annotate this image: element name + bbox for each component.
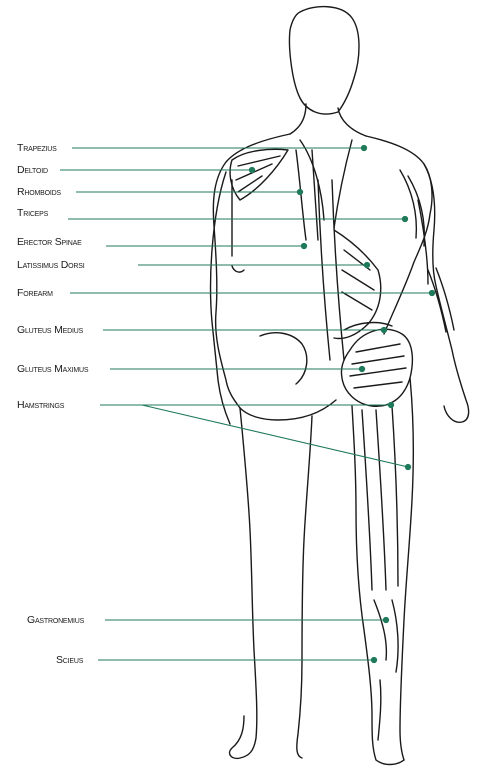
- leader-line-hamstrings-lower: [142, 405, 408, 467]
- label-gastronemius: Gastronemius: [27, 614, 84, 626]
- label-rhomboids: Rhomboids: [17, 186, 61, 198]
- label-gluteus-maximus: Gluteus Maximus: [17, 363, 88, 375]
- leader-dot-gluteus-maximus: [359, 366, 364, 371]
- leader-dot-triceps: [402, 216, 407, 221]
- label-deltoid: Deltoid: [17, 164, 48, 176]
- label-hamstrings: Hamstrings: [17, 399, 64, 411]
- leader-dot-forearm: [429, 290, 434, 295]
- leader-dot-deltoid: [249, 167, 254, 172]
- head-outline: [289, 7, 359, 114]
- hip-outline: [240, 400, 336, 420]
- label-scieus: Scieus: [56, 654, 83, 666]
- label-gluteus-medius: Gluteus Medius: [17, 324, 83, 336]
- neck-outline: [290, 104, 366, 136]
- leader-dot-trapezius: [361, 145, 366, 150]
- leader-dot-rhomboids: [297, 189, 302, 194]
- trapezius-shape: [300, 140, 352, 228]
- leader-dot-gastronemius: [383, 617, 388, 622]
- label-latissimus-dorsi: Latissimus Dorsi: [17, 259, 84, 271]
- forearm-shape: [428, 268, 454, 332]
- label-triceps: Triceps: [17, 207, 48, 219]
- leader-dot-erector-spinae: [301, 243, 306, 248]
- label-forearm: Forearm: [17, 287, 53, 299]
- label-trapezius: Trapezius: [17, 142, 57, 154]
- leader-dot-latissimus-dorsi: [364, 262, 369, 267]
- leader-dot-gluteus-medius: [381, 327, 386, 332]
- leader-dot-hamstrings-upper: [388, 402, 393, 407]
- left-leg-outline: [230, 408, 257, 758]
- gluteus-maximus-shape: [341, 329, 412, 406]
- leader-dot-scieus: [371, 657, 376, 662]
- leader-dot-hamstrings-lower: [405, 464, 410, 469]
- triceps-shape: [400, 170, 424, 246]
- erector-spinae-shape: [318, 180, 344, 360]
- label-erector-spinae: Erector Spinae: [17, 236, 82, 248]
